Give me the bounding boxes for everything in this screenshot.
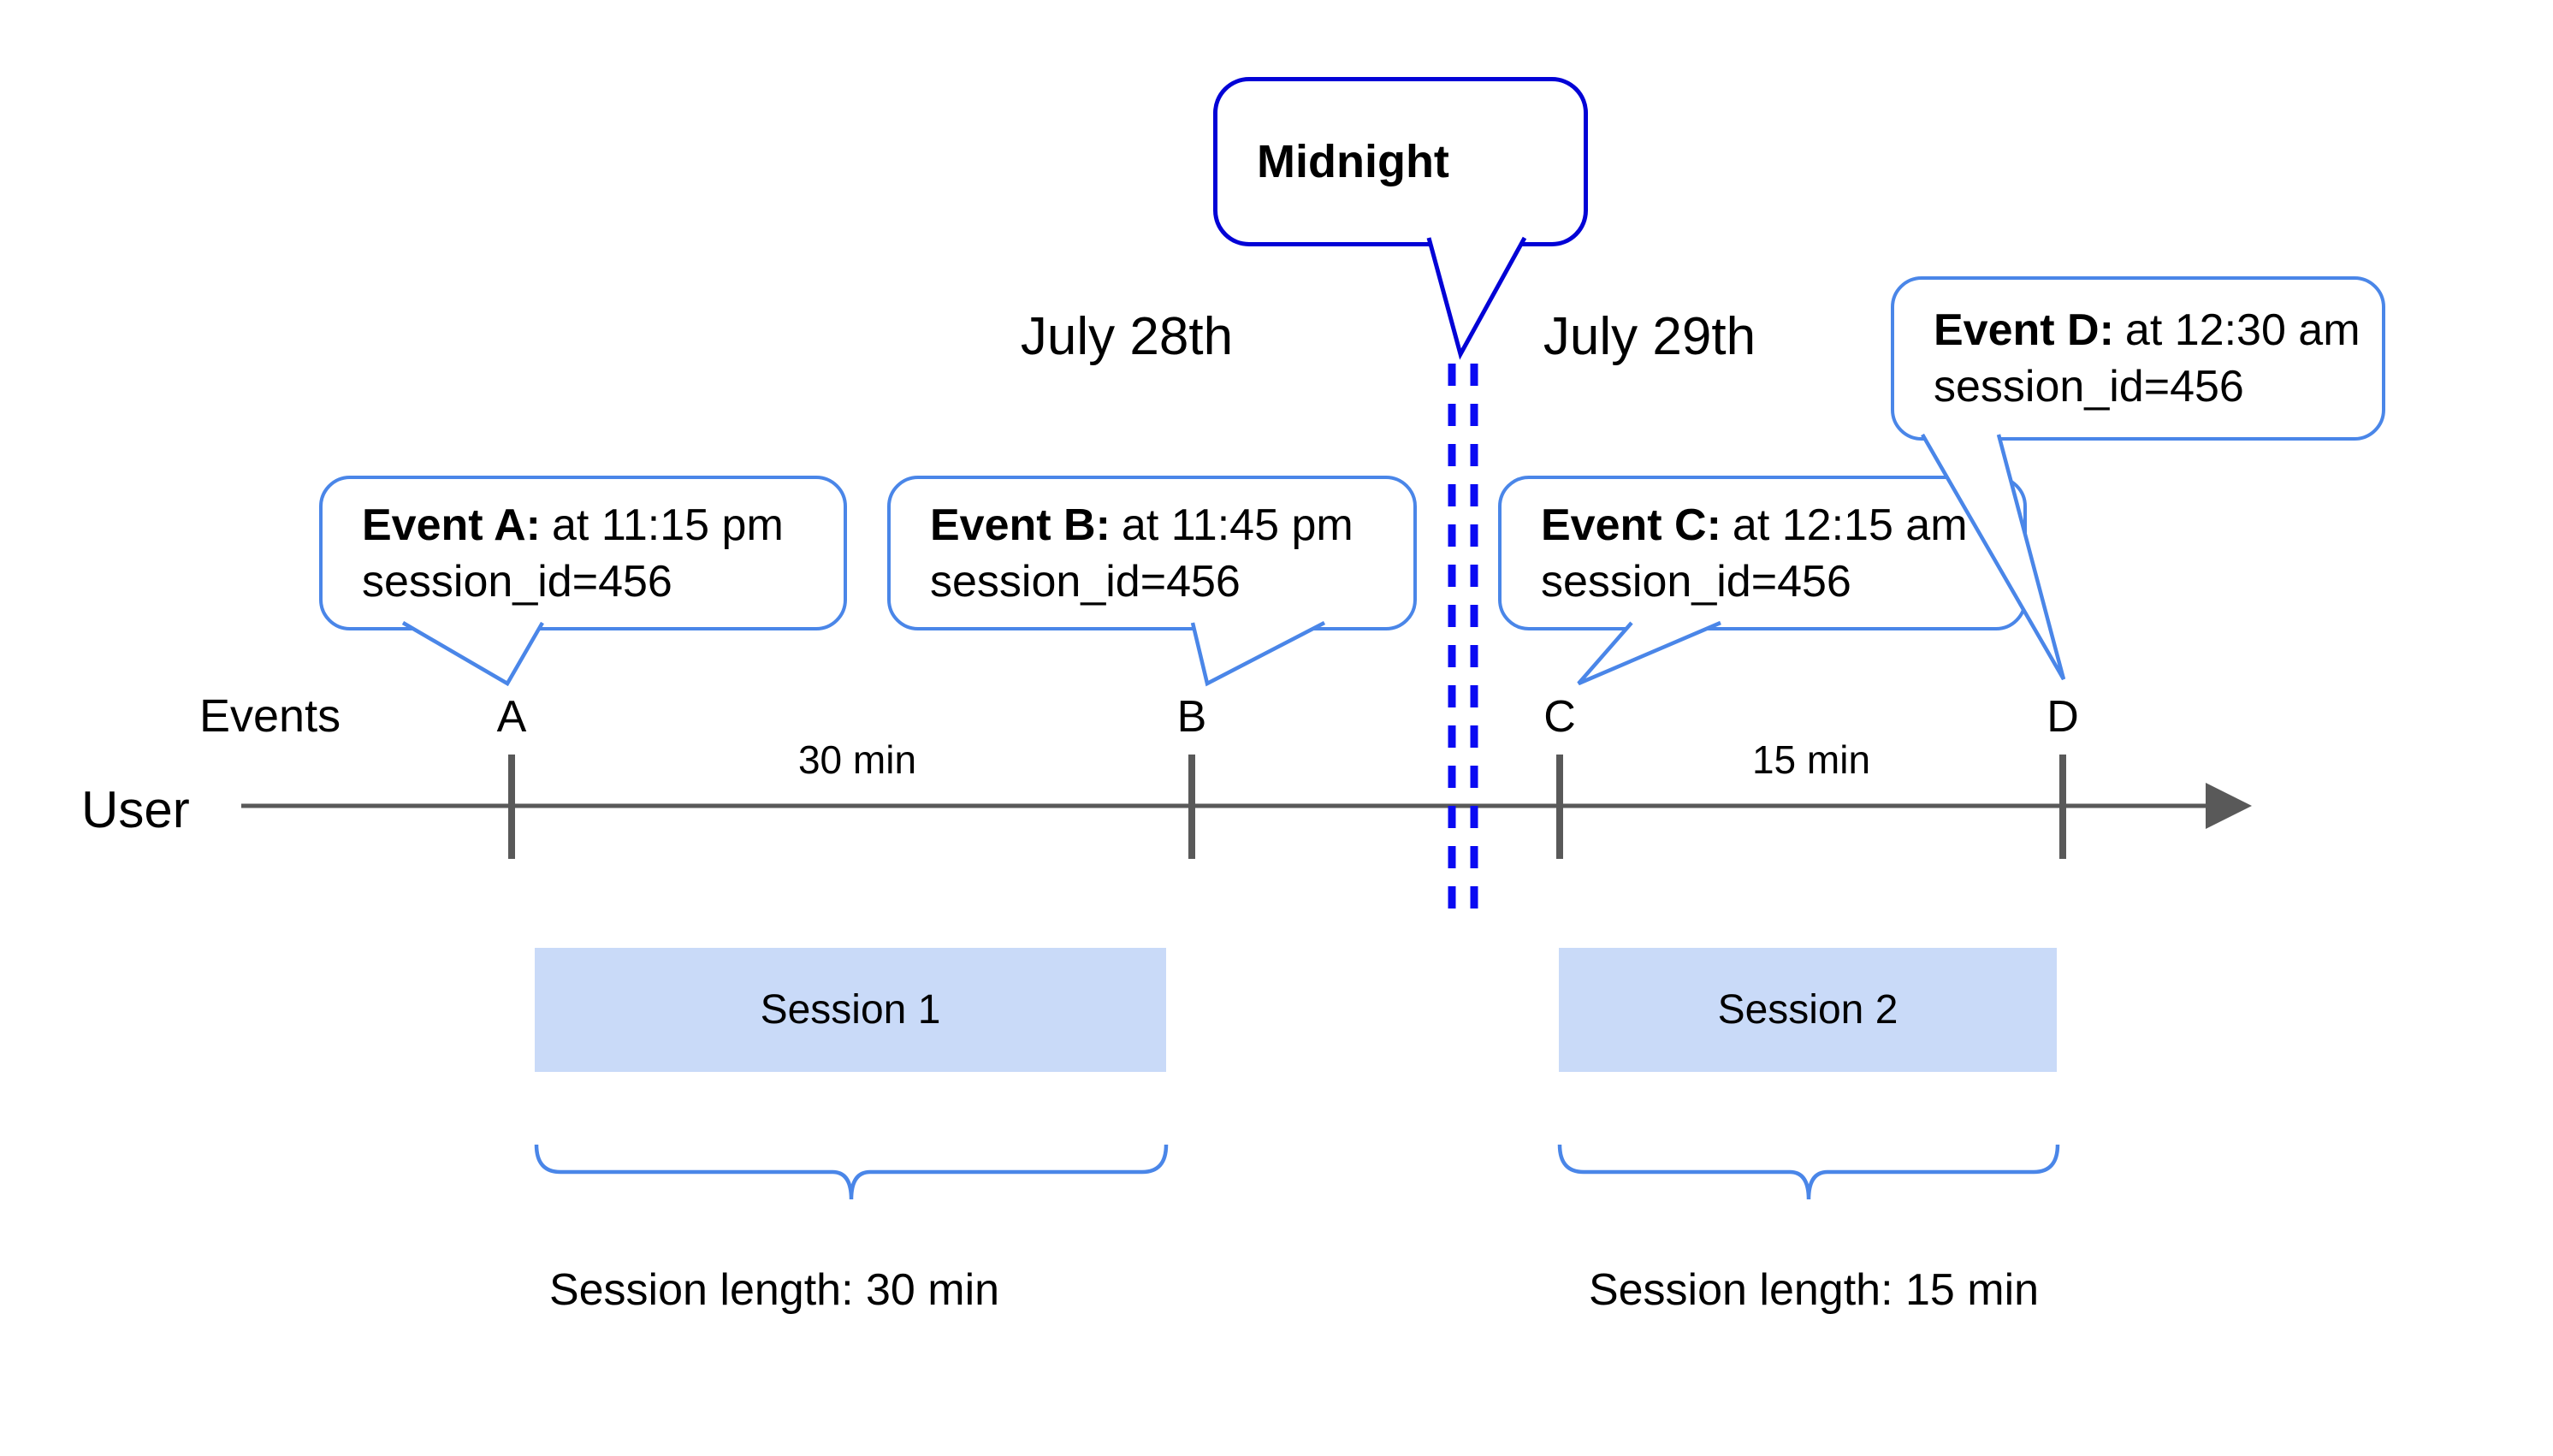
session-2-brace [1557, 1144, 2060, 1200]
tick-label-d: D [2047, 692, 2079, 742]
event-callout-d: Event D:at 12:30 am session_id=456 [1891, 276, 2385, 441]
event-callout-b-line2: session_id=456 [930, 556, 1241, 607]
event-callout-d-line1: Event D:at 12:30 am [1934, 305, 2360, 355]
event-callout-c-tail [1577, 620, 1721, 686]
day-label-july-28: July 28th [1020, 307, 1234, 366]
event-callout-b-tail [1190, 621, 1326, 687]
events-axis-label: Events [199, 690, 341, 742]
user-axis-label: User [81, 781, 190, 838]
event-callout-a-line2: session_id=456 [362, 556, 672, 607]
timeline-arrowhead-icon [2206, 783, 2252, 829]
event-callout-a-tail [401, 621, 544, 687]
event-callout-d-line2: session_id=456 [1934, 362, 2244, 411]
event-callout-c: Event C:at 12:15 am session_id=456 [1498, 476, 2027, 630]
event-callout-c-line2: session_id=456 [1541, 556, 1851, 607]
tick-label-c: C [1543, 692, 1576, 742]
midnight-callout: Midnight [1213, 77, 1588, 246]
event-callout-b: Event B:at 11:45 pm session_id=456 [887, 476, 1417, 630]
session-1-brace [534, 1144, 1169, 1200]
day-label-july-29: July 29th [1543, 307, 1756, 366]
midnight-callout-label: Midnight [1257, 136, 1449, 187]
session-1-length-label: Session length: 30 min [548, 1265, 1000, 1315]
session-2-box: Session 2 [1559, 948, 2057, 1072]
tick-label-b: B [1176, 692, 1207, 742]
event-callout-b-line1: Event B:at 11:45 pm [930, 500, 1354, 550]
session-2-length-label: Session length: 15 min [1588, 1265, 2040, 1315]
session-2-label: Session 2 [1717, 987, 1898, 1033]
event-callout-a-line1: Event A:at 11:15 pm [362, 500, 784, 550]
session-1-label: Session 1 [760, 987, 941, 1033]
interval-label-15min: 15 min [1751, 737, 1871, 782]
interval-label-30min: 30 min [797, 737, 917, 782]
tick-label-a: A [496, 692, 527, 742]
event-callout-c-line1: Event C:at 12:15 am [1541, 500, 1968, 550]
event-callout-a: Event A:at 11:15 pm session_id=456 [319, 476, 847, 630]
session-1-box: Session 1 [535, 948, 1166, 1072]
